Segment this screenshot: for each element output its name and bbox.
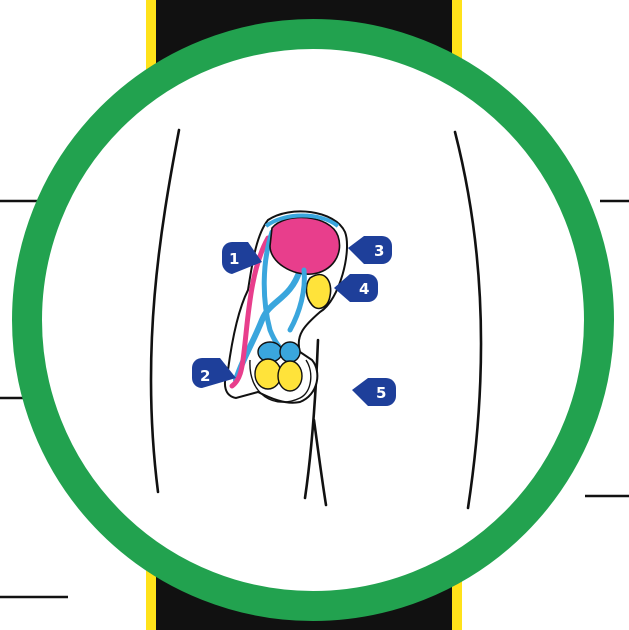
frame-ring (27, 34, 599, 606)
testis-left (255, 359, 281, 389)
marker-5-label: 5 (376, 384, 386, 402)
marker-2-label: 2 (200, 367, 210, 385)
epididymis-right (280, 342, 300, 362)
seminal-vesicle (306, 275, 330, 309)
marker-1-label: 1 (229, 250, 239, 268)
marker-3-label: 3 (374, 242, 384, 260)
testis-right (278, 361, 302, 391)
marker-4-label: 4 (359, 280, 369, 298)
